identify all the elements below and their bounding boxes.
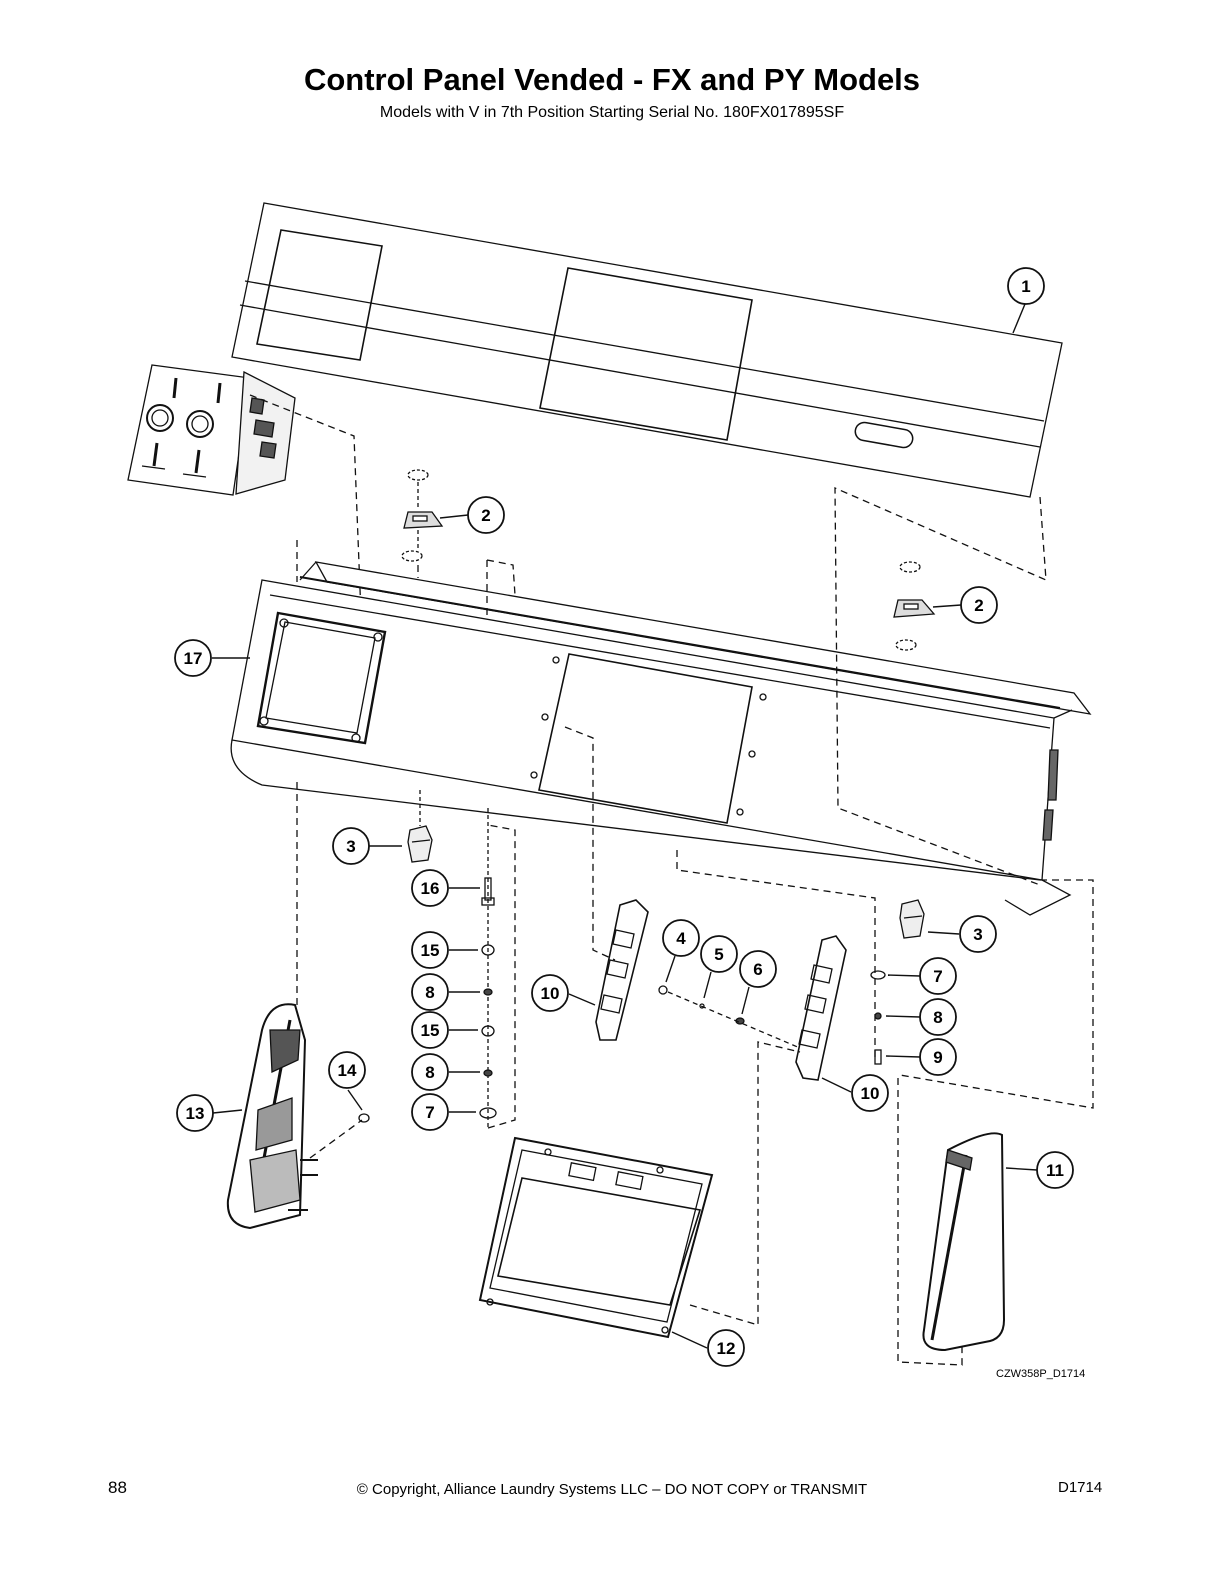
- svg-text:7: 7: [933, 967, 942, 986]
- bracket-2-right: [893, 561, 936, 651]
- svg-text:3: 3: [973, 925, 982, 944]
- document-id: D1714: [1058, 1479, 1103, 1496]
- callout-10: 10: [851, 1074, 889, 1112]
- screws-4-5-6: [658, 985, 801, 1049]
- end-cap-11: [897, 1078, 1006, 1366]
- callout-10: 10: [531, 974, 569, 1012]
- callout-16: 16: [411, 869, 449, 907]
- knob-3-left: [407, 790, 433, 863]
- control-board-assembly: [127, 364, 296, 496]
- svg-text:7: 7: [425, 1103, 434, 1122]
- end-cap-13: [226, 782, 370, 1230]
- svg-text:16: 16: [421, 879, 440, 898]
- callout-15: 15: [411, 1011, 449, 1049]
- svg-text:11: 11: [1046, 1161, 1064, 1180]
- page-subtitle: Models with V in 7th Position Starting S…: [379, 104, 845, 121]
- overlay-panel-part: [231, 202, 1063, 498]
- callout-13: 13: [176, 1094, 214, 1132]
- callout-14: 14: [328, 1051, 366, 1089]
- callout-2: 2: [467, 496, 505, 534]
- callout-1: 1: [1007, 267, 1045, 305]
- callout-arrows: [212, 303, 1038, 1349]
- callout-bubbles: 1 2 2 17 3 16 15 8 15 8 7 14 13 10 4 5 6…: [174, 267, 1074, 1367]
- svg-text:9: 9: [933, 1048, 942, 1067]
- svg-text:6: 6: [753, 960, 762, 979]
- svg-text:5: 5: [714, 945, 723, 964]
- page-number: 88: [108, 1478, 127, 1497]
- callout-6: 6: [739, 950, 777, 988]
- bracket-10-left: [564, 726, 649, 1041]
- svg-text:8: 8: [425, 1063, 434, 1082]
- page-title: Control Panel Vended - FX and PY Models: [303, 62, 921, 97]
- svg-text:8: 8: [425, 983, 434, 1002]
- copyright-notice: © Copyright, Alliance Laundry Systems LL…: [356, 1481, 868, 1498]
- drawing-code: CZW358P_D1714: [996, 1368, 1086, 1380]
- svg-text:3: 3: [346, 837, 355, 856]
- display-12: [478, 1041, 801, 1339]
- svg-text:17: 17: [184, 649, 203, 668]
- console-housing-part: [230, 561, 1092, 916]
- svg-text:15: 15: [421, 1021, 440, 1040]
- callout-12: 12: [707, 1329, 745, 1367]
- callout-7: 7: [411, 1093, 449, 1131]
- svg-text:13: 13: [186, 1104, 205, 1123]
- callout-17: 17: [174, 639, 212, 677]
- svg-text:4: 4: [676, 929, 686, 948]
- callout-8: 8: [411, 1053, 449, 1091]
- callout-11: 11: [1036, 1151, 1074, 1189]
- fastener-stack-left: [479, 808, 516, 1129]
- bracket-2-left: [401, 469, 444, 562]
- callout-3: 3: [959, 915, 997, 953]
- svg-text:2: 2: [974, 596, 983, 615]
- svg-text:15: 15: [421, 941, 440, 960]
- callout-15: 15: [411, 931, 449, 969]
- callout-5: 5: [700, 935, 738, 973]
- board-leader-lines: [249, 394, 363, 641]
- svg-text:10: 10: [861, 1084, 880, 1103]
- callout-2: 2: [960, 586, 998, 624]
- svg-text:1: 1: [1021, 277, 1030, 296]
- callout-7: 7: [919, 957, 957, 995]
- callout-8: 8: [411, 973, 449, 1011]
- svg-text:14: 14: [338, 1061, 357, 1080]
- callout-9: 9: [919, 1038, 957, 1076]
- knob-3-right: [870, 879, 1094, 1109]
- svg-text:8: 8: [933, 1008, 942, 1027]
- callout-4: 4: [662, 919, 700, 957]
- svg-text:10: 10: [541, 984, 560, 1003]
- callout-8: 8: [919, 998, 957, 1036]
- callout-3: 3: [332, 827, 370, 865]
- svg-text:2: 2: [481, 506, 490, 525]
- svg-text:12: 12: [717, 1339, 736, 1358]
- console-leader-lines: [296, 487, 1047, 886]
